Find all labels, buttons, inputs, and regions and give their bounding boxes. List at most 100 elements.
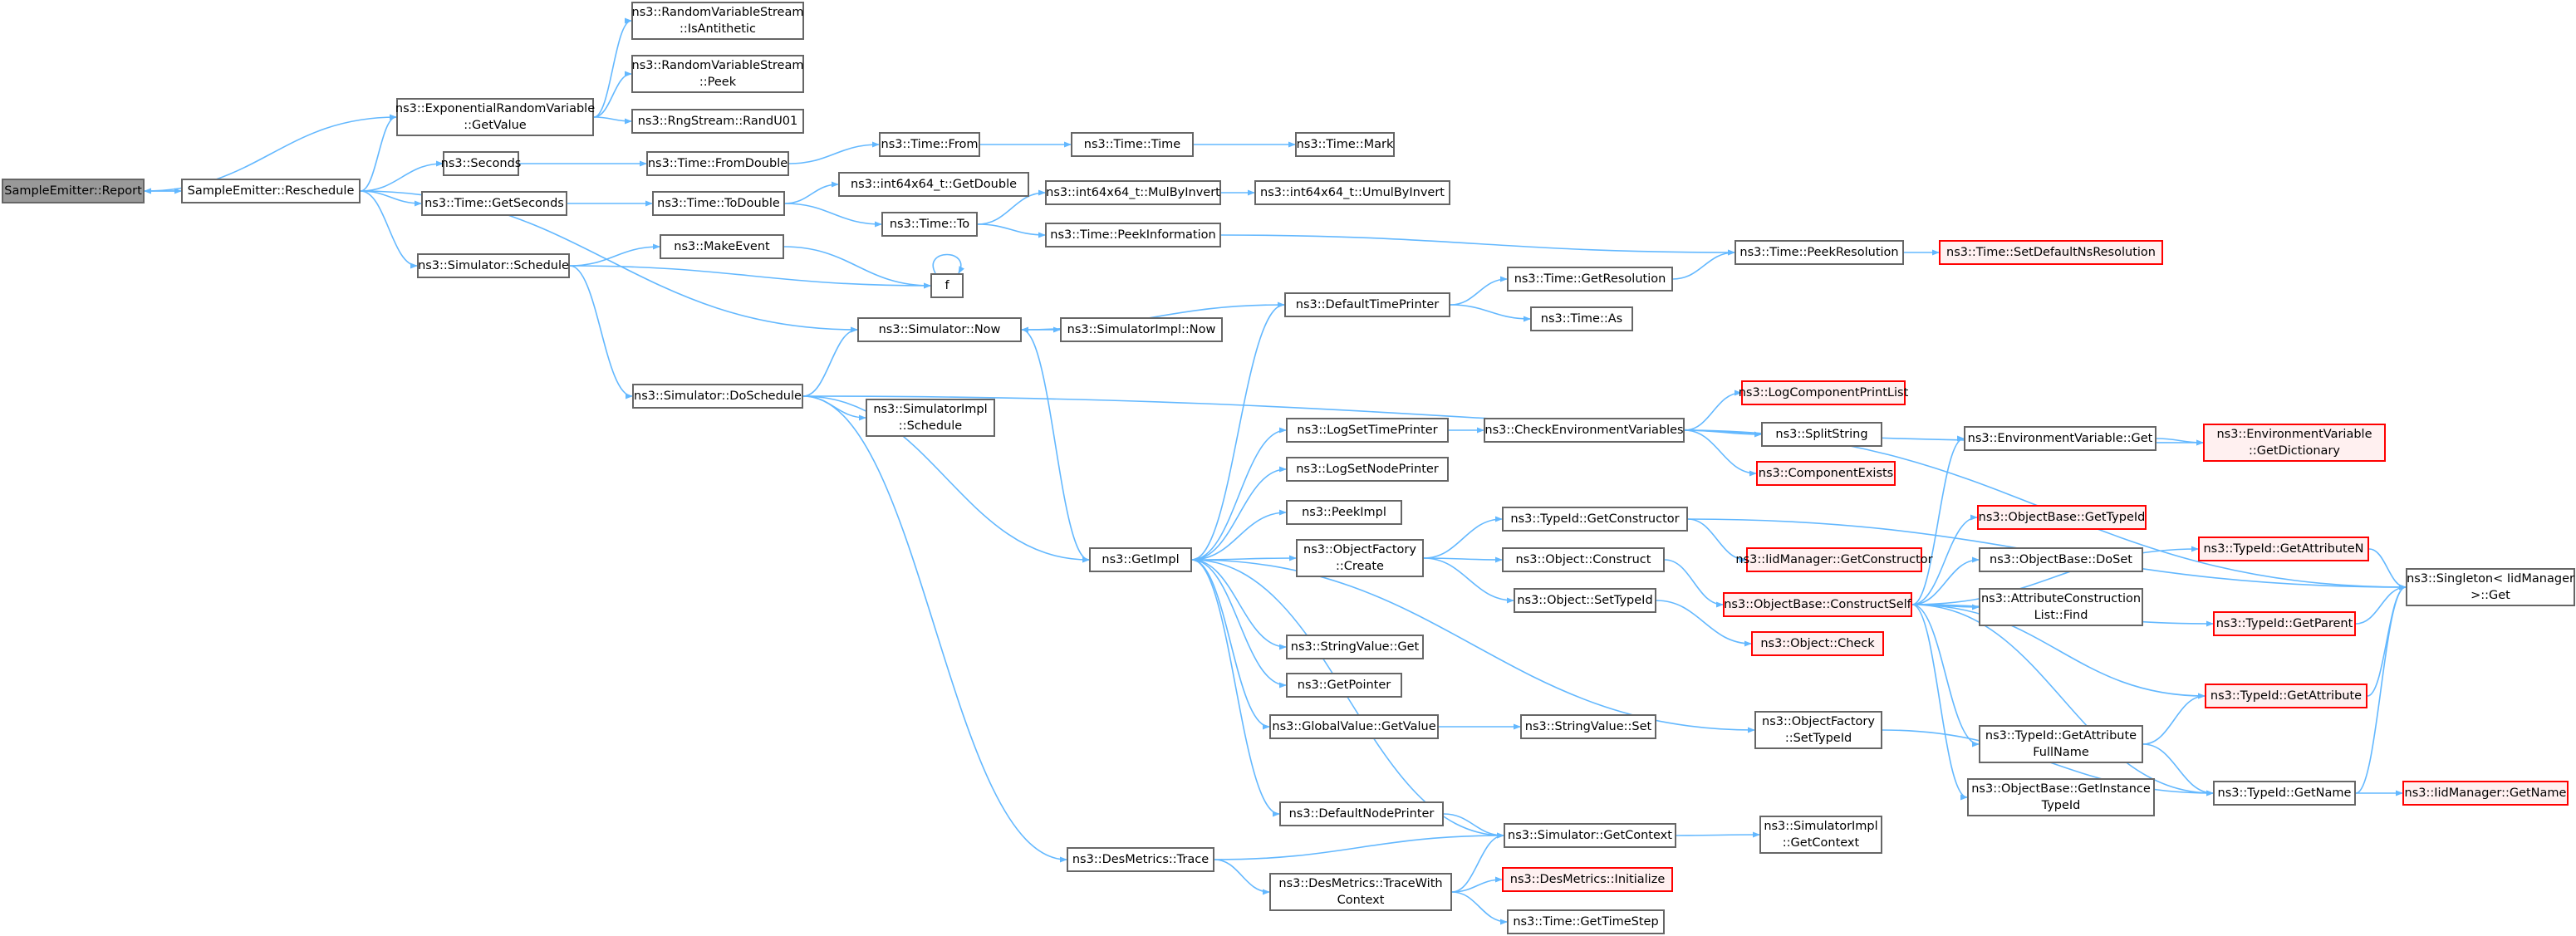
node-lognodeprinter[interactable]: ns3::LogSetNodePrinter (1286, 457, 1449, 482)
edge-peekinfo-to-peekres (1220, 234, 1735, 256)
node-label-line: ns3::CheckEnvironmentVariables (1484, 424, 1684, 437)
node-objfact-create[interactable]: ns3::ObjectFactory::Create (1296, 539, 1424, 577)
node-simimpl-now[interactable]: ns3::SimulatorImpl::Now (1060, 317, 1223, 342)
node-makeevent[interactable]: ns3::MakeEvent (660, 234, 784, 259)
edge-deftimeprinter-to-time-as (1450, 304, 1531, 322)
node-time-as[interactable]: ns3::Time::As (1530, 306, 1633, 331)
node-f[interactable]: f (930, 273, 964, 298)
node-gettimestep[interactable]: ns3::Time::GetTimeStep (1507, 909, 1665, 934)
node-globalvalue-get[interactable]: ns3::GlobalValue::GetValue (1269, 714, 1439, 739)
node-envvar-get[interactable]: ns3::EnvironmentVariable::Get (1964, 426, 2156, 451)
node-label-line: ns3::int64x64_t::GetDouble (850, 178, 1018, 191)
edge-sim-schedule-to-doschedule (569, 265, 633, 399)
node-compexists[interactable]: ns3::ComponentExists (1756, 461, 1896, 486)
node-mulbyinvert[interactable]: ns3::int64x64_t::MulByInvert (1045, 180, 1221, 205)
node-iid-getname[interactable]: ns3::IidManager::GetName (2402, 781, 2569, 806)
node-ob-gettypeid[interactable]: ns3::ObjectBase::GetTypeId (1977, 505, 2147, 530)
node-fromdouble[interactable]: ns3::Time::FromDouble (646, 151, 789, 176)
node-constructself[interactable]: ns3::ObjectBase::ConstructSelf (1723, 592, 1912, 617)
node-sim-schedule[interactable]: ns3::Simulator::Schedule (417, 253, 570, 278)
node-typeid-getparent[interactable]: ns3::TypeId::GetParent (2213, 611, 2356, 636)
node-typeid-getattr[interactable]: ns3::TypeId::GetAttribute (2205, 684, 2367, 708)
node-label-line: ::GetValue (464, 119, 527, 132)
node-envvar-getdict[interactable]: ns3::EnvironmentVariable::GetDictionary (2203, 424, 2386, 462)
node-deftimeprinter[interactable]: ns3::DefaultTimePrinter (1284, 292, 1450, 317)
node-label-line: ns3::RandomVariableStream (631, 6, 804, 19)
node-time-mark[interactable]: ns3::Time::Mark (1295, 132, 1395, 157)
node-label-line: ns3::TypeId::GetAttributeN (2203, 542, 2364, 556)
node-label-line: ns3::StringValue::Get (1290, 640, 1420, 654)
node-label-line: ns3::GetPointer (1297, 679, 1391, 692)
node-sim-getcontext[interactable]: ns3::Simulator::GetContext (1504, 823, 1676, 848)
node-label-line: ns3::GlobalValue::GetValue (1272, 720, 1436, 733)
node-todouble[interactable]: ns3::Time::ToDouble (652, 191, 785, 216)
node-label-line: SampleEmitter::Report (4, 184, 142, 198)
node-getdouble[interactable]: ns3::int64x64_t::GetDouble (838, 172, 1029, 197)
edge-constructself-to-ob-doset (1911, 556, 1980, 605)
node-time-to[interactable]: ns3::Time::To (881, 212, 978, 237)
node-peekres[interactable]: ns3::Time::PeekResolution (1735, 240, 1904, 265)
edge-f-to-f (932, 253, 964, 274)
edge-typeid-getattrfull-to-typeid-getattr (2142, 693, 2206, 745)
node-peekimpl[interactable]: ns3::PeekImpl (1286, 500, 1402, 525)
node-time-time[interactable]: ns3::Time::Time (1071, 132, 1194, 157)
node-splitstring[interactable]: ns3::SplitString (1761, 422, 1882, 447)
node-sim-now[interactable]: ns3::Simulator::Now (857, 317, 1022, 342)
node-label-line: Context (1337, 894, 1385, 907)
node-logcomplist[interactable]: ns3::LogComponentPrintList (1739, 380, 1908, 405)
node-label-line: ns3::SimulatorImpl (1764, 820, 1878, 833)
node-label-line: FullName (2033, 746, 2089, 759)
node-defnodeprinter[interactable]: ns3::DefaultNodePrinter (1279, 801, 1444, 826)
node-seconds[interactable]: ns3::Seconds (441, 151, 521, 176)
node-label-line: ns3::ObjectBase::ConstructSelf (1724, 598, 1911, 611)
edge-typeid-getattr-to-singleton-get (2367, 584, 2407, 697)
node-rvs-isanti[interactable]: ns3::RandomVariableStream::IsAntithetic (631, 2, 804, 40)
node-label-line: ns3::Time::PeekInformation (1050, 228, 1216, 242)
node-label-line: ns3::Time::GetResolution (1514, 272, 1666, 286)
node-typeid-getctor[interactable]: ns3::TypeId::GetConstructor (1502, 507, 1688, 532)
node-label-line: ns3::ComponentExists (1758, 467, 1894, 480)
node-desmetrics-init[interactable]: ns3::DesMetrics::Initialize (1502, 867, 1673, 892)
node-objfact-settypeid[interactable]: ns3::ObjectFactory::SetTypeId (1754, 711, 1882, 749)
edge-getimpl-to-deftimeprinter (1191, 301, 1285, 561)
node-desmetrics-trace[interactable]: ns3::DesMetrics::Trace (1067, 847, 1214, 872)
node-ob-doset[interactable]: ns3::ObjectBase::DoSet (1979, 547, 2143, 572)
node-logsettimeprinter[interactable]: ns3::LogSetTimePrinter (1286, 418, 1449, 443)
node-stringvalue-set[interactable]: ns3::StringValue::Set (1520, 714, 1656, 739)
node-typeid-getattrn[interactable]: ns3::TypeId::GetAttributeN (2198, 537, 2369, 561)
node-stringvalue-get[interactable]: ns3::StringValue::Get (1286, 635, 1424, 659)
node-exp-getvalue[interactable]: ns3::ExponentialRandomVariable::GetValue (395, 98, 595, 136)
node-getpointer[interactable]: ns3::GetPointer (1286, 673, 1402, 698)
node-singleton-get[interactable]: ns3::Singleton< IidManager >::Get (2406, 568, 2575, 606)
node-umulbyinvert[interactable]: ns3::int64x64_t::UmulByInvert (1254, 180, 1450, 205)
node-label-line: ns3::Time::From (881, 138, 979, 151)
node-getseconds[interactable]: ns3::Time::GetSeconds (421, 191, 567, 216)
node-getimpl[interactable]: ns3::GetImpl (1089, 547, 1192, 572)
node-reschedule[interactable]: SampleEmitter::Reschedule (181, 179, 361, 203)
edge-getimpl-to-getpointer (1191, 559, 1287, 689)
node-label-line: ns3::DefaultNodePrinter (1288, 807, 1435, 821)
node-label-line: ns3::Object::SetTypeId (1517, 594, 1653, 607)
node-simimpl-schedule[interactable]: ns3::SimulatorImpl::Schedule (866, 399, 995, 437)
node-time-from[interactable]: ns3::Time::From (879, 132, 980, 157)
node-getresolution[interactable]: ns3::Time::GetResolution (1507, 267, 1673, 292)
node-label-line: ::GetDictionary (2249, 444, 2340, 458)
node-setdefaultns[interactable]: ns3::Time::SetDefaultNsResolution (1939, 240, 2163, 265)
node-iid-getctor[interactable]: ns3::IidManager::GetConstructor (1735, 547, 1933, 572)
node-label-line: ns3::Time::GetSeconds (424, 197, 564, 210)
node-doschedule[interactable]: ns3::Simulator::DoSchedule (632, 384, 803, 409)
node-obj-check[interactable]: ns3::Object::Check (1751, 631, 1884, 656)
node-obj-construct[interactable]: ns3::Object::Construct (1502, 547, 1665, 572)
node-checkenv[interactable]: ns3::CheckEnvironmentVariables (1484, 418, 1685, 443)
node-randu01[interactable]: ns3::RngStream::RandU01 (631, 109, 804, 134)
node-simimpl-getcontext[interactable]: ns3::SimulatorImpl::GetContext (1759, 816, 1882, 854)
node-label-line: ns3::Time::To (889, 218, 970, 231)
node-typeid-getname[interactable]: ns3::TypeId::GetName (2213, 781, 2356, 806)
node-obj-settypeid[interactable]: ns3::Object::SetTypeId (1514, 588, 1656, 613)
node-rvs-peek[interactable]: ns3::RandomVariableStream::Peek (631, 55, 804, 93)
node-peekinfo[interactable]: ns3::Time::PeekInformation (1045, 223, 1221, 247)
